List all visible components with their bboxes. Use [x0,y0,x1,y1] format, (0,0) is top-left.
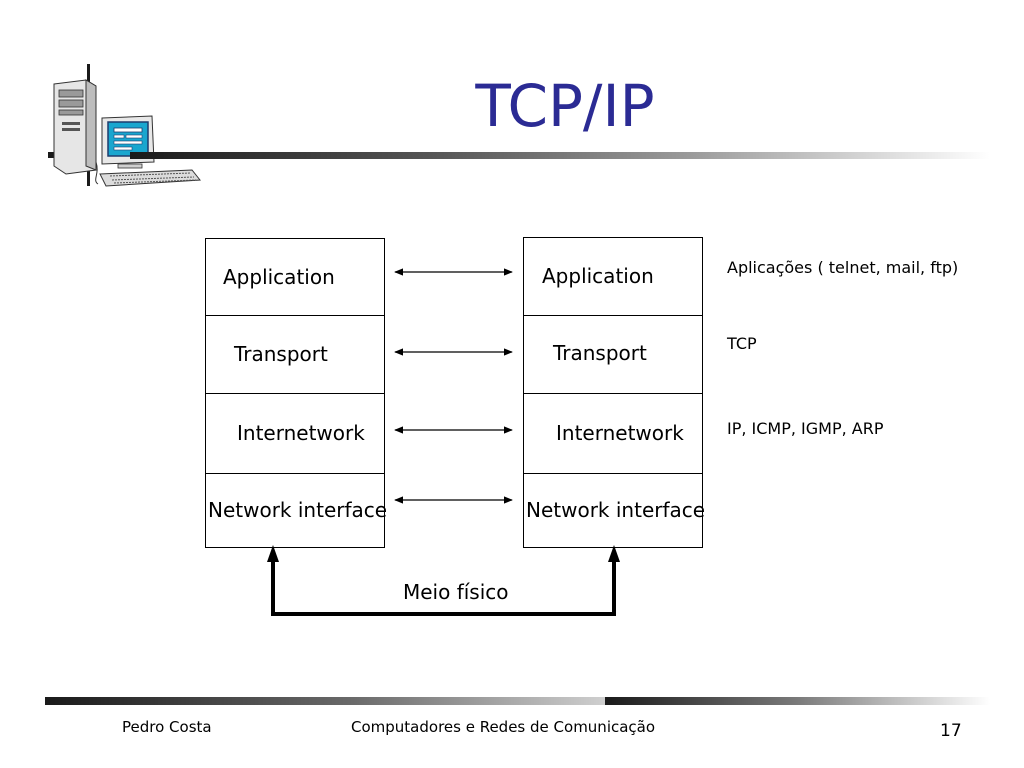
layer-internetwork-right: Internetwork [524,394,702,474]
layer-label: Internetwork [237,421,365,445]
slide-title: TCP/IP [475,72,655,140]
computer-icon [48,64,201,187]
physical-medium-line [271,560,616,616]
protocol-stack-left: Application Transport Internetwork Netwo… [205,238,388,548]
arrowhead-up-right [608,545,620,562]
footer-course: Computadores e Redes de Comunicação [351,718,656,736]
layer-label: Network interface [208,498,388,522]
footer-page-number: 17 [940,721,962,741]
protocols-internetwork: IP, ICMP, IGMP, ARP [727,419,884,438]
footer-divider-right [605,697,990,705]
layer-label: Application [223,265,335,289]
layer-network-interface-right: Network interface [524,474,706,547]
layer-application-right: Application [524,238,702,316]
layer-label: Internetwork [556,421,684,445]
layer-application-left: Application [206,239,384,316]
layer-label: Transport [234,342,328,366]
physical-medium-label: Meio físico [403,580,509,604]
title-divider [130,152,990,159]
layer-network-interface-left: Network interface [206,474,388,547]
layer-label: Application [542,264,654,288]
layer-transport-left: Transport [206,316,384,394]
protocols-application: Aplicações ( telnet, mail, ftp) [727,258,959,277]
layer-transport-right: Transport [524,316,702,394]
layer-label: Network interface [526,498,706,522]
protocols-transport: TCP [727,334,757,353]
arrowhead-up-left [267,545,279,562]
protocol-stack-right: Application Transport Internetwork Netwo… [523,237,706,548]
footer-divider-left [45,697,605,705]
layer-label: Transport [553,341,647,365]
layer-internetwork-left: Internetwork [206,394,384,474]
footer-author: Pedro Costa [122,718,212,736]
